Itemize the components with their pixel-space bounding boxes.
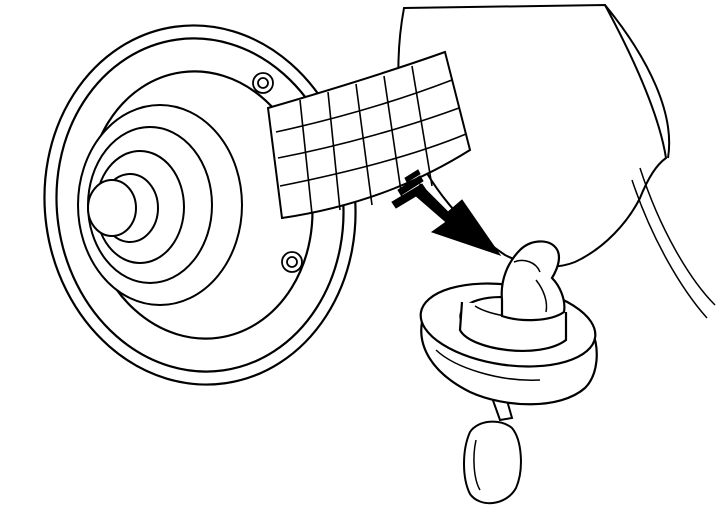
vehicle-body-panel	[397, 3, 716, 319]
fuel-cap	[419, 240, 598, 406]
cap-tether	[463, 388, 522, 504]
mounting-bolt-top	[252, 72, 274, 94]
direction-arrow	[391, 169, 502, 256]
mounting-bolt-bottom	[281, 251, 303, 273]
filler-neck	[77, 104, 243, 306]
